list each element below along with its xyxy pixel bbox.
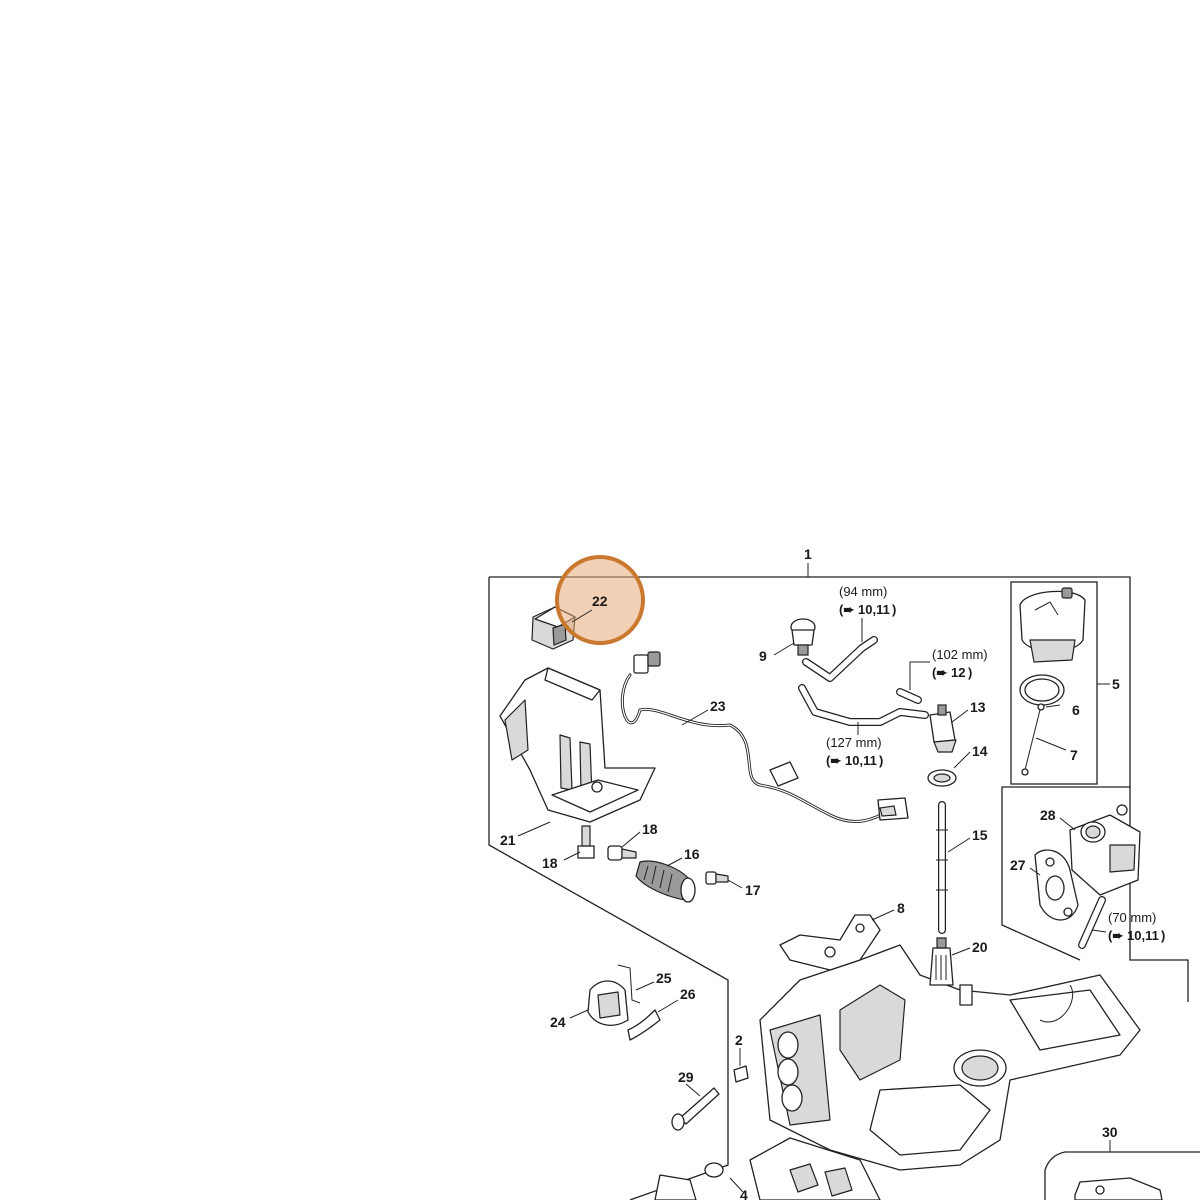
label-13[interactable]: 13 (970, 699, 986, 715)
label-20[interactable]: 20 (972, 939, 988, 955)
label-18-right[interactable]: 18 (642, 821, 658, 837)
part-24-cover[interactable] (587, 980, 629, 1026)
label-21[interactable]: 21 (500, 832, 516, 848)
highlight-circle[interactable] (555, 555, 645, 645)
hose-94mm[interactable] (802, 636, 878, 682)
part-6-o-ring[interactable] (1019, 674, 1065, 706)
label-8[interactable]: 8 (897, 900, 905, 916)
hose-127mm[interactable] (798, 684, 929, 726)
label-7[interactable]: 7 (1070, 747, 1078, 763)
part-18-screw-left[interactable] (577, 825, 595, 859)
note-127mm-ref-arrow: (➨ (826, 753, 842, 768)
sub-frame-27-28 (1001, 786, 1189, 1002)
note-102mm-ref-close: ) (968, 665, 972, 680)
label-30[interactable]: 30 (1102, 1124, 1118, 1140)
main-housing[interactable] (759, 944, 1141, 1171)
label-16[interactable]: 16 (684, 846, 700, 862)
label-1[interactable]: 1 (804, 546, 812, 562)
label-18-left[interactable]: 18 (542, 855, 558, 871)
hose-102mm[interactable] (896, 688, 922, 704)
part-8-bracket[interactable] (779, 914, 881, 971)
part-4-bushing[interactable] (654, 1137, 881, 1200)
note-94mm-ref-close: ) (892, 602, 896, 617)
note-102mm-ref-arrow: (➨ (932, 665, 948, 680)
note-94mm-ref: 10,11 (858, 602, 890, 617)
label-23[interactable]: 23 (710, 698, 726, 714)
note-70mm-ref-close: ) (1161, 928, 1165, 943)
note-94mm: (94 mm) (839, 584, 887, 599)
label-2[interactable]: 2 (735, 1032, 743, 1048)
part-18-screw-right[interactable] (607, 845, 637, 861)
label-28[interactable]: 28 (1040, 807, 1056, 823)
label-9[interactable]: 9 (759, 648, 767, 664)
label-22[interactable]: 22 (592, 593, 608, 609)
sub-frame-5 (1010, 581, 1098, 785)
part-27-gasket[interactable] (1034, 849, 1079, 921)
label-6[interactable]: 6 (1072, 702, 1080, 718)
label-25[interactable]: 25 (656, 970, 672, 986)
hose-70mm[interactable] (1078, 896, 1106, 949)
part-20-filter[interactable] (929, 937, 954, 986)
note-70mm-ref-arrow: (➨ (1108, 928, 1124, 943)
part-16-rubber-buffer[interactable] (635, 860, 696, 903)
part-23-wire-harness[interactable] (620, 651, 909, 823)
note-127mm: (127 mm) (826, 735, 882, 750)
note-102mm: (102 mm) (932, 647, 988, 662)
note-94mm-ref-arrow: (➨ (839, 602, 855, 617)
part-28-carburetor[interactable] (1069, 804, 1141, 896)
label-14[interactable]: 14 (972, 743, 988, 759)
part-30-gasket[interactable] (1074, 1177, 1163, 1200)
note-127mm-ref-close: ) (879, 753, 883, 768)
part-15-fuel-hose[interactable] (936, 801, 948, 934)
part-17-screw[interactable] (705, 871, 729, 885)
part-7-retainer[interactable] (1021, 703, 1045, 776)
note-70mm-ref: 10,11 (1127, 928, 1159, 943)
label-17[interactable]: 17 (745, 882, 761, 898)
part-29-bolt[interactable] (671, 1087, 720, 1131)
assembly-frame (488, 563, 1131, 1200)
label-24[interactable]: 24 (550, 1014, 566, 1030)
part-2-grommet[interactable] (733, 1065, 749, 1083)
part-14-seal-ring[interactable] (927, 769, 957, 787)
part-25-spring[interactable] (617, 964, 641, 1004)
label-27[interactable]: 27 (1010, 857, 1026, 873)
part-13-valve[interactable] (929, 704, 957, 753)
part-26-clip[interactable] (627, 1009, 661, 1041)
sub-frame-30 (1044, 1151, 1200, 1200)
note-102mm-ref: 12 (951, 665, 965, 680)
part-21-shroud[interactable] (499, 667, 656, 823)
note-70mm: (70 mm) (1108, 910, 1156, 925)
part-5-tank-cap[interactable] (1019, 587, 1086, 663)
part-9-fitting[interactable] (790, 618, 816, 656)
label-4[interactable]: 4 (740, 1187, 748, 1200)
label-5[interactable]: 5 (1112, 676, 1120, 692)
label-15[interactable]: 15 (972, 827, 988, 843)
note-127mm-ref: 10,11 (845, 753, 877, 768)
label-29[interactable]: 29 (678, 1069, 694, 1085)
label-26[interactable]: 26 (680, 986, 696, 1002)
